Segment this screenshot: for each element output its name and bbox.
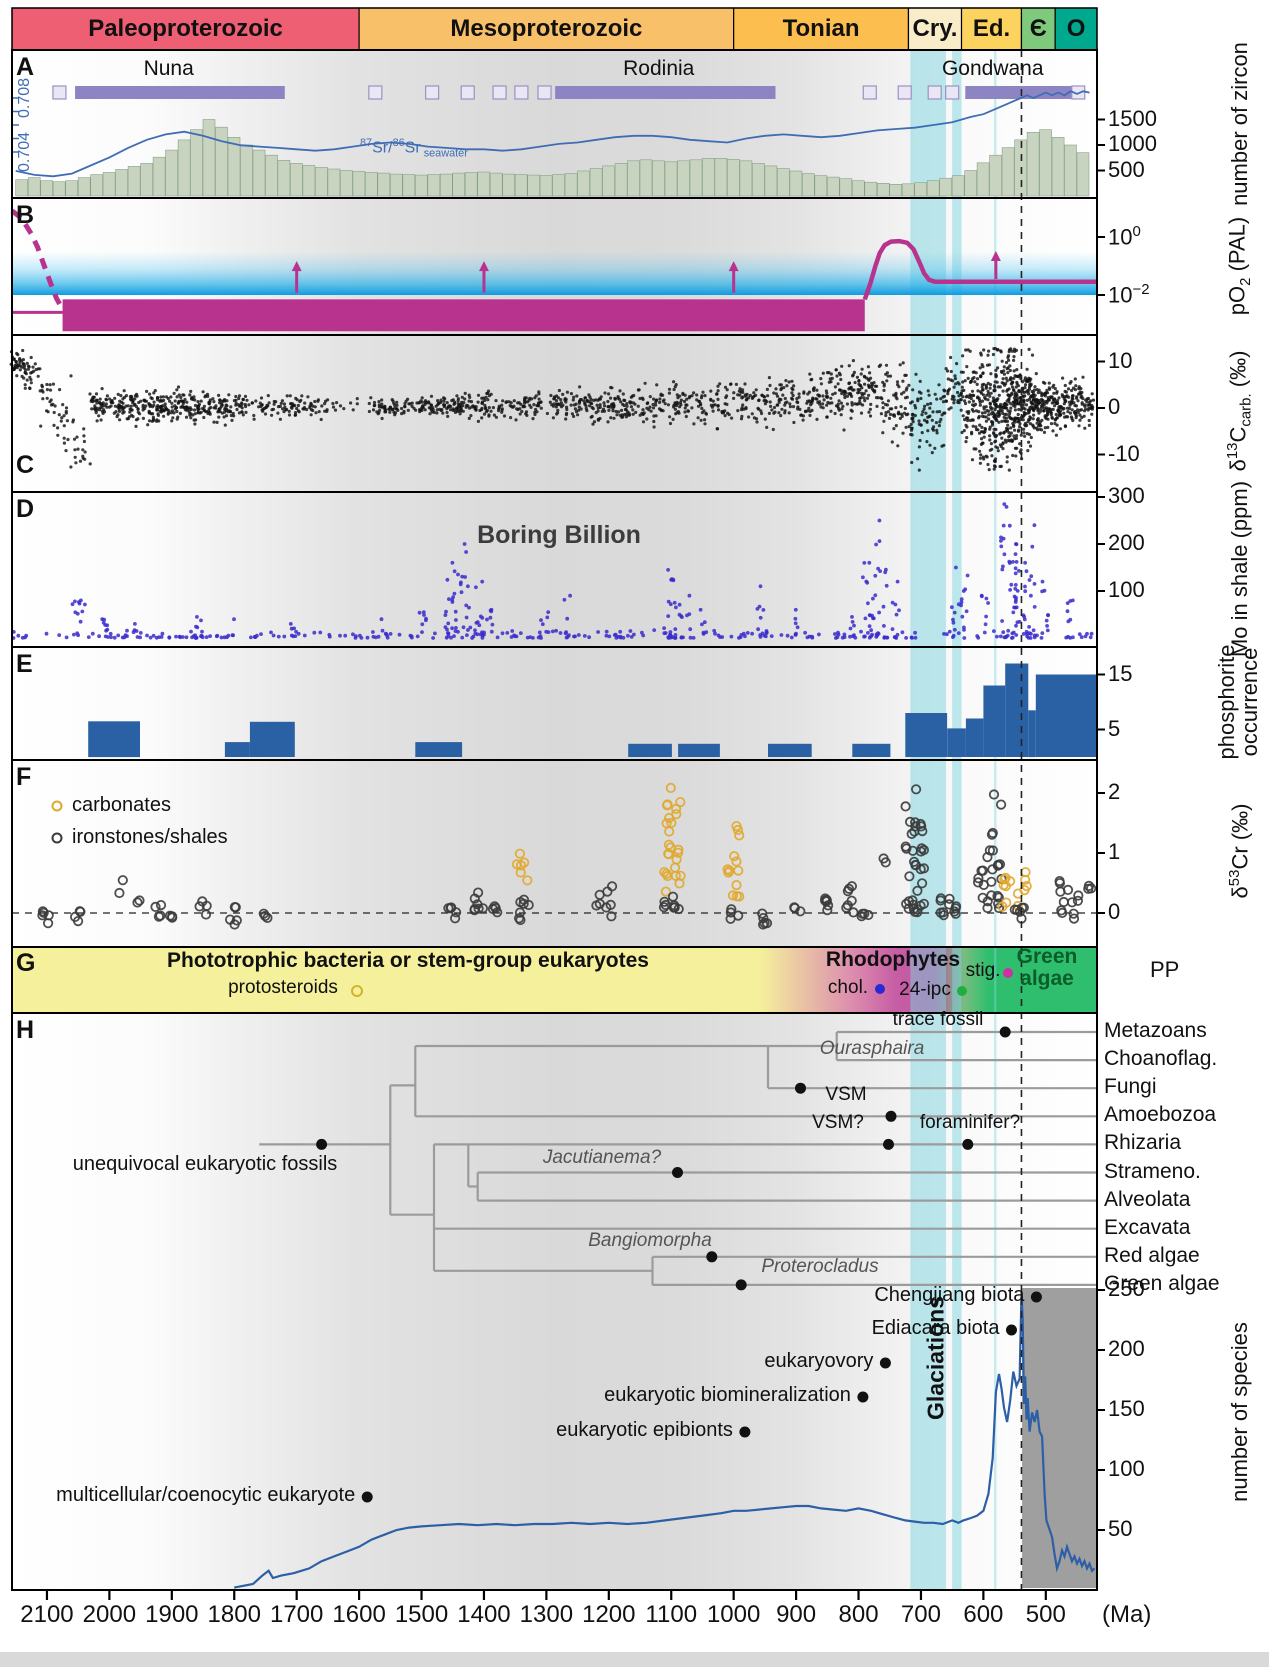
- event-dot: [361, 1491, 373, 1503]
- supercontinent-square: [862, 85, 877, 100]
- period-segment: [1054, 7, 1098, 51]
- supercontinent-square: [927, 85, 942, 100]
- supercontinent-bar: [75, 86, 285, 99]
- sr-curve: [15, 90, 1090, 178]
- fossil-dot: [885, 1110, 897, 1122]
- up-arrow-icon: [291, 261, 302, 272]
- up-arrow-icon: [990, 250, 1001, 261]
- fossil-dot: [672, 1167, 683, 1178]
- time-axis: [0, 1590, 1269, 1667]
- panel-c-carbon-isotopes: [9, 347, 1105, 472]
- period-segment: [1020, 7, 1056, 51]
- supercontinent-bar: [555, 86, 776, 99]
- phanerozoic-gray-box: [1022, 1288, 1097, 1588]
- supercontinent-square: [368, 85, 383, 100]
- supercontinent-square: [897, 85, 912, 100]
- event-dot: [879, 1357, 891, 1369]
- fossil-dot: [735, 1279, 747, 1291]
- fossil-dot: [883, 1138, 894, 1150]
- fossil-dot: [962, 1138, 974, 1150]
- fossil-dot: [999, 1026, 1011, 1038]
- panel-b-oxygen: [10, 208, 1105, 332]
- supercontinent-square: [945, 85, 960, 100]
- up-arrow-icon: [728, 261, 739, 272]
- event-dot: [857, 1391, 869, 1403]
- protosteroids-marker-icon: [351, 985, 363, 997]
- period-segment: [733, 7, 910, 51]
- panel-g-biomarkers: [351, 968, 1013, 997]
- period-segment: [11, 7, 360, 51]
- glaciation-bands: [910, 50, 997, 1590]
- stigmastane-marker-icon: [1003, 968, 1013, 978]
- ipc-marker-icon: [957, 986, 967, 996]
- up-arrow-icon: [478, 261, 489, 272]
- fossil-dot: [706, 1251, 718, 1263]
- cholestane-marker-icon: [875, 984, 885, 994]
- panel-d-molybdenum: [11, 496, 1105, 640]
- legend-ironstones-icon: [51, 832, 63, 844]
- panel-f-chromium: [12, 782, 1105, 930]
- supercontinent-square: [460, 85, 475, 100]
- panel-a-zircon: [12, 85, 1105, 197]
- event-dot: [739, 1426, 751, 1438]
- root-fossil-dot: [316, 1138, 328, 1150]
- period-segment: [907, 7, 963, 51]
- legend-carbonates-icon: [51, 800, 63, 812]
- supercontinent-square: [425, 85, 440, 100]
- oxygen-curve: [862, 238, 1097, 301]
- period-bar: [11, 7, 1098, 51]
- oxygen-low-block: [62, 299, 865, 332]
- supercontinent-square: [52, 85, 67, 100]
- panel-h-phylogeny: [233, 1026, 1105, 1589]
- oxygen-uncertainty-band: [12, 251, 1097, 295]
- supercontinent-square: [537, 85, 552, 100]
- period-segment: [358, 7, 735, 51]
- fossil-dot: [795, 1082, 806, 1094]
- panel-e-phosphorite: [88, 663, 1105, 758]
- supercontinent-square: [492, 85, 507, 100]
- page-edge-strip: [0, 1652, 1269, 1667]
- supercontinent-square: [514, 85, 529, 100]
- event-dot: [1030, 1291, 1042, 1303]
- period-segment: [960, 7, 1023, 51]
- panel-borders: [11, 7, 1098, 1591]
- event-dot: [1006, 1324, 1017, 1336]
- species-curve: [233, 1292, 1096, 1589]
